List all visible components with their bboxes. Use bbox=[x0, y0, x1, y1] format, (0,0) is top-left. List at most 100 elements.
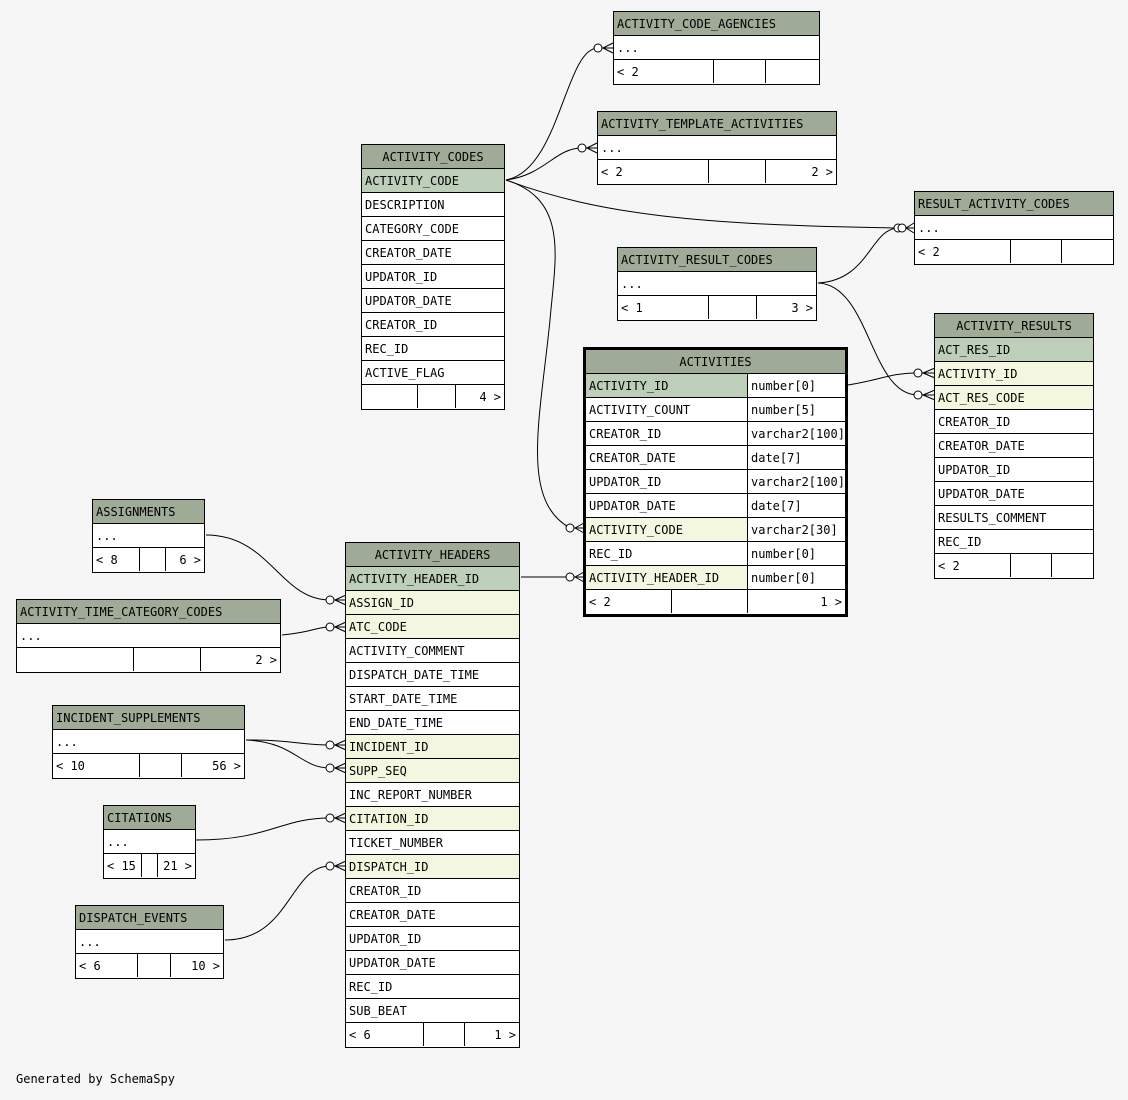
link-activities-activity-code bbox=[505, 179, 584, 529]
generated-by-credit: Generated by SchemaSpy bbox=[16, 1072, 175, 1086]
crows-feet-markers bbox=[325, 42, 936, 872]
column-row: ... bbox=[915, 216, 1113, 240]
table-header[interactable]: ACTIVITY_TEMPLATE_ACTIVITIES bbox=[598, 112, 836, 136]
table-activity-code-agencies[interactable]: ACTIVITY_CODE_AGENCIES ... < 2 bbox=[613, 11, 820, 85]
column-row: CATEGORY_CODE bbox=[362, 217, 504, 241]
table-header[interactable]: RESULT_ACTIVITY_CODES bbox=[915, 192, 1113, 216]
table-activity-headers[interactable]: ACTIVITY_HEADERS ACTIVITY_HEADER_ID ASSI… bbox=[345, 542, 520, 1048]
column-row-pk: ACTIVITY_ID number[0] bbox=[586, 374, 845, 398]
column-type: varchar2[100] bbox=[748, 470, 845, 493]
table-header[interactable]: ACTIVITY_CODES bbox=[362, 145, 504, 169]
child-count: 3 > bbox=[791, 301, 813, 315]
table-activity-codes[interactable]: ACTIVITY_CODES ACTIVITY_CODE DESCRIPTION… bbox=[361, 144, 505, 410]
column-row: ... bbox=[53, 730, 244, 754]
column-type: date[7] bbox=[748, 446, 845, 469]
column-row-fk: ACTIVITY_ID bbox=[935, 362, 1093, 386]
table-header[interactable]: ACTIVITY_HEADERS bbox=[346, 543, 519, 567]
child-count: 1 > bbox=[494, 1028, 516, 1042]
table-header[interactable]: ACTIVITY_RESULTS bbox=[935, 314, 1093, 338]
table-header[interactable]: DISPATCH_EVENTS bbox=[76, 906, 223, 930]
row-count bbox=[138, 954, 171, 977]
column-name: UPDATOR_ID bbox=[586, 470, 748, 493]
table-header[interactable]: ACTIVITY_RESULT_CODES bbox=[618, 248, 816, 272]
parent-count: < 2 bbox=[915, 240, 1011, 263]
column-row-fk: CITATION_ID bbox=[346, 807, 519, 831]
column-type: varchar2[30] bbox=[748, 518, 845, 541]
link-citation-id bbox=[195, 817, 346, 841]
table-header[interactable]: INCIDENT_SUPPLEMENTS bbox=[53, 706, 244, 730]
column-row: ACTIVITY_COMMENT bbox=[346, 639, 519, 663]
column-row: ... bbox=[93, 524, 204, 548]
table-footer: < 15 21 > bbox=[104, 854, 195, 878]
table-activity-template-activities[interactable]: ACTIVITY_TEMPLATE_ACTIVITIES ... < 2 2 > bbox=[597, 111, 837, 185]
link-atc-code bbox=[281, 626, 346, 636]
parent-count: < 2 bbox=[935, 554, 1011, 577]
column-name: CREATOR_ID bbox=[586, 422, 748, 445]
column-row: UPDATOR_ID bbox=[346, 927, 519, 951]
parent-count: < 1 bbox=[618, 296, 709, 319]
table-dispatch-events[interactable]: DISPATCH_EVENTS ... < 6 10 > bbox=[75, 905, 224, 979]
column-type: number[5] bbox=[748, 398, 845, 421]
column-row: ... bbox=[104, 830, 195, 854]
column-row: CREATOR_DATE date[7] bbox=[586, 446, 845, 470]
child-count: 4 > bbox=[479, 390, 501, 404]
column-row: REC_ID bbox=[362, 337, 504, 361]
column-row-fk: SUPP_SEQ bbox=[346, 759, 519, 783]
table-header[interactable]: ACTIVITY_TIME_CATEGORY_CODES bbox=[17, 600, 280, 624]
parent-count bbox=[17, 648, 134, 671]
column-name: UPDATOR_DATE bbox=[586, 494, 748, 517]
table-header[interactable]: CITATIONS bbox=[104, 806, 195, 830]
table-activity-results[interactable]: ACTIVITY_RESULTS ACT_RES_ID ACTIVITY_ID … bbox=[934, 313, 1094, 579]
column-type: varchar2[100] bbox=[748, 422, 845, 445]
column-row: DESCRIPTION bbox=[362, 193, 504, 217]
column-name: ACTIVITY_COUNT bbox=[586, 398, 748, 421]
child-count bbox=[1052, 554, 1093, 577]
column-row: UPDATOR_ID bbox=[362, 265, 504, 289]
column-row: REC_ID number[0] bbox=[586, 542, 845, 566]
column-name: ACTIVITY_ID bbox=[586, 374, 748, 397]
table-result-activity-codes[interactable]: RESULT_ACTIVITY_CODES ... < 2 bbox=[914, 191, 1114, 265]
column-row-fk: DISPATCH_ID bbox=[346, 855, 519, 879]
column-row: START_DATE_TIME bbox=[346, 687, 519, 711]
table-footer: < 10 56 > bbox=[53, 754, 244, 778]
table-citations[interactable]: CITATIONS ... < 15 21 > bbox=[103, 805, 196, 879]
table-footer: < 2 2 > bbox=[598, 160, 836, 184]
column-row: CREATOR_ID bbox=[362, 313, 504, 337]
column-row: CREATOR_ID bbox=[935, 410, 1093, 434]
table-header[interactable]: ACTIVITY_CODE_AGENCIES bbox=[614, 12, 819, 36]
table-assignments[interactable]: ASSIGNMENTS ... < 8 6 > bbox=[92, 499, 205, 573]
row-count bbox=[709, 160, 766, 183]
row-count bbox=[1011, 554, 1052, 577]
column-row-pk: ACTIVITY_HEADER_ID bbox=[346, 567, 519, 591]
table-footer: < 2 bbox=[935, 554, 1093, 578]
row-count bbox=[424, 1023, 465, 1046]
row-count bbox=[140, 548, 166, 571]
table-activities[interactable]: ACTIVITIES ACTIVITY_ID number[0] ACTIVIT… bbox=[583, 347, 848, 617]
column-name: ACTIVITY_CODE bbox=[586, 518, 748, 541]
column-type: number[0] bbox=[748, 542, 845, 565]
column-row-fk: ATC_CODE bbox=[346, 615, 519, 639]
column-row: CREATOR_DATE bbox=[346, 903, 519, 927]
table-activity-time-category-codes[interactable]: ACTIVITY_TIME_CATEGORY_CODES ... 2 > bbox=[16, 599, 281, 673]
parent-count bbox=[362, 385, 418, 408]
column-row: UPDATOR_DATE bbox=[362, 289, 504, 313]
link-activity-template-activities bbox=[505, 147, 597, 181]
column-row-fk: ACTIVITY_HEADER_ID number[0] bbox=[586, 566, 845, 590]
column-row: CREATOR_DATE bbox=[362, 241, 504, 265]
table-header[interactable]: ASSIGNMENTS bbox=[93, 500, 204, 524]
column-row: UPDATOR_ID bbox=[935, 458, 1093, 482]
table-activity-result-codes[interactable]: ACTIVITY_RESULT_CODES ... < 1 3 > bbox=[617, 247, 817, 321]
link-activity-code-agencies bbox=[505, 47, 613, 181]
column-row: UPDATOR_ID varchar2[100] bbox=[586, 470, 845, 494]
row-count bbox=[142, 854, 158, 877]
link-dispatch-id bbox=[224, 865, 346, 941]
column-row: REC_ID bbox=[346, 975, 519, 999]
column-row: REC_ID bbox=[935, 530, 1093, 554]
column-row: TICKET_NUMBER bbox=[346, 831, 519, 855]
table-header[interactable]: ACTIVITIES bbox=[586, 350, 845, 374]
table-footer: < 8 6 > bbox=[93, 548, 204, 572]
column-row-pk: ACT_RES_ID bbox=[935, 338, 1093, 362]
table-incident-supplements[interactable]: INCIDENT_SUPPLEMENTS ... < 10 56 > bbox=[52, 705, 245, 779]
child-count: 2 > bbox=[255, 653, 277, 667]
